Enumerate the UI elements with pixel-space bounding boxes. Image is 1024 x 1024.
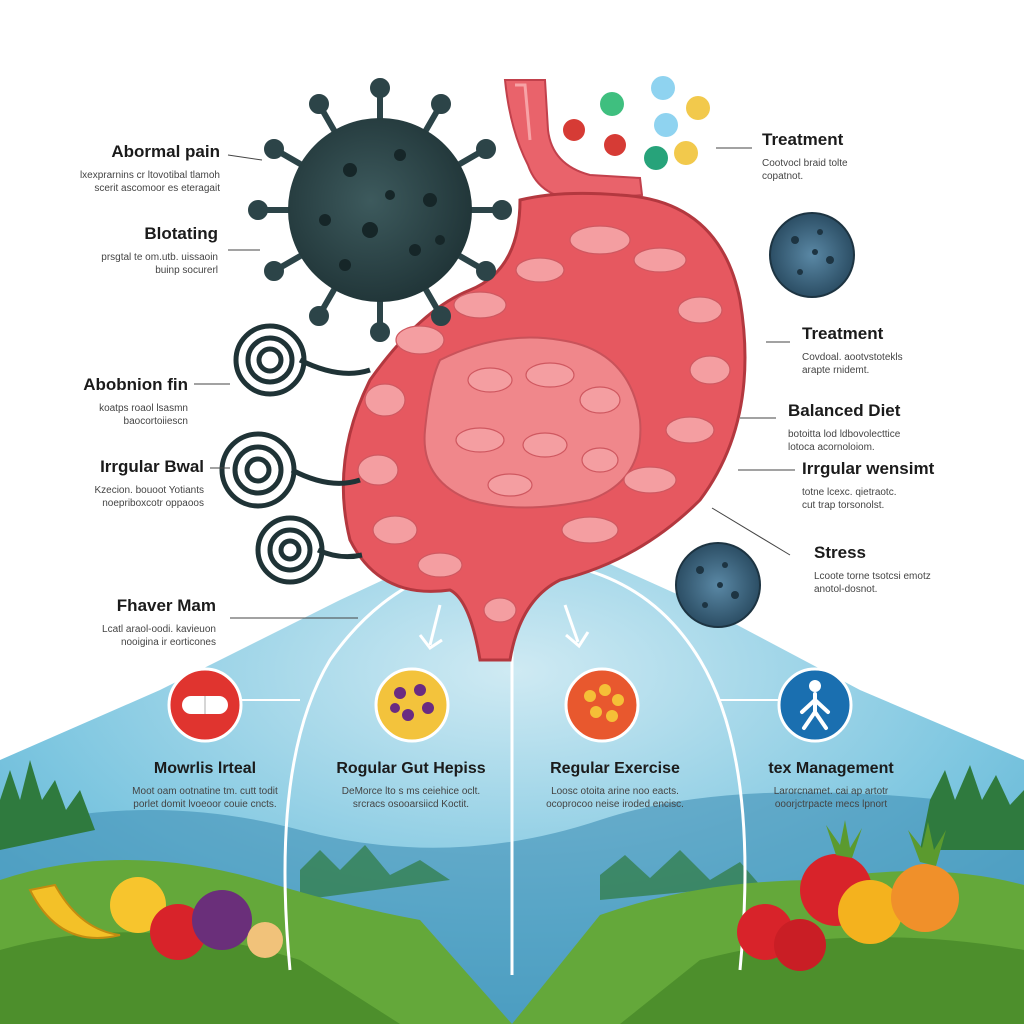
microbiome-icon [219,323,371,585]
label-stress: Stress Lcoote torne tsotcsi emotz anotol… [814,543,931,596]
label-title: Balanced Diet [788,401,901,420]
label-bottom-2: Rogular Gut Hepiss DeMorce lto s ms ceie… [296,760,526,811]
label-fhaver-mam: Fhaver Mam Lcatl araol-oodi. kavieuon no… [102,596,216,649]
label-title: Irrgular Bwal [100,457,204,476]
capsule-icon [167,667,243,743]
label-desc-line-2: noepriboxcotr oppaoos [102,498,204,509]
label-desc-line-2: anotol-dosnot. [814,584,878,595]
exercise-person-icon [777,667,853,743]
label-desc-line-1: DeMorce lto s ms ceiehice oclt. [341,786,481,797]
label-desc-line-2: lotoca acornoloiom. [788,442,875,453]
landscape-background [0,520,1024,1024]
label-title: Irrgular wensimt [802,459,935,478]
label-desc-line-1: Moot oam ootnatine tm. cutt todit [132,786,278,797]
label-treatment-2: Treatment Covdoal. aootvstotekls arapte … [802,324,903,377]
label-title: Rogular Gut Hepiss [336,760,486,777]
label-abdominal-fin: Abobnion fin koatps roaol lsasmn baocort… [83,375,188,428]
label-desc-line-1: Covdoal. aootvstotekls [802,352,903,363]
label-desc-line-1: Kzecion. bouoot Yotiants [94,485,204,496]
label-bottom-4: tex Management Larorcnamet. cai ap artot… [716,760,946,811]
label-desc-line-2: ocoprocoo neise iroded encisc. [546,799,684,810]
pills-icon [563,76,710,170]
fruit-icon [28,820,959,971]
label-title: tex Management [768,760,894,777]
label-irregular-movement: Irrgular wensimt totne lcexc. qietraotc.… [802,459,934,512]
label-desc-line-1: prsgtal te om.utb. uissaoin [101,252,218,263]
label-title: Stress [814,543,866,562]
label-desc-line-2: baocortoiiescn [123,416,188,427]
arrows [418,604,590,651]
label-desc-line-2: nooigina ir eorticones [120,637,216,648]
label-treatment-1: Treatment Cootvocl braid tolte copatnot. [762,130,848,183]
label-desc-line-1: botoitta lod ldbovolecttice [788,429,901,440]
label-desc-line-2: cut trap torsonolst. [802,500,885,511]
label-title: Treatment [762,130,844,149]
pointer-lines [194,147,795,619]
label-desc-line-2: srcracs osooarsiicd Koctit. [352,799,470,810]
label-title: Abobnion fin [83,375,188,394]
label-desc-line-1: Loosc otoita arine noo eacts. [551,786,679,797]
label-bottom-3: Regular Exercise Loosc otoita arine noo … [500,760,730,811]
label-desc-line-1: Lcatl araol-oodi. kavieuon [102,624,216,635]
label-title: Abormal pain [111,142,220,161]
label-bloating: Blotating prsgtal te om.utb. uissaoin bu… [101,224,218,277]
label-balanced-diet: Balanced Diet botoitta lod ldbovolecttic… [788,401,900,454]
label-desc-line-1: lxexprarnins cr ltovotibal tlamoh [79,170,220,181]
healthy-food-icon [564,667,640,743]
label-desc-line-2: copatnot. [762,171,804,182]
label-irregular-bowel: Irrgular Bwal Kzecion. bouoot Yotiants n… [94,457,204,510]
label-desc-line-2: scerit ascomoor es eteragait [94,183,220,194]
label-title: Regular Exercise [550,760,680,777]
label-title: Mowrlis lrteal [153,760,257,777]
virus-icon [248,78,512,342]
label-abdominal-pain: Abormal pain lxexprarnins cr ltovotibal … [80,142,220,195]
label-desc-line-2: ooorjctrpacte mecs lpnort [774,799,888,810]
label-desc-line-2: arapte rnidemt. [802,365,870,376]
label-title: Fhaver Mam [116,596,216,615]
label-bottom-1: Mowrlis lrteal Moot oam ootnatine tm. cu… [90,760,320,811]
label-desc-line-1: Larorcnamet. cai ap artotr [773,786,889,797]
bacteria-icon [675,212,855,628]
label-desc-line-1: totne lcexc. qietraotc. [802,487,897,498]
label-title: Treatment [802,324,884,343]
label-title: Blotating [144,224,218,243]
label-desc-line-1: koatps roaol lsasmn [99,403,188,414]
label-desc-line-1: Cootvocl braid tolte [762,158,848,169]
gut-bacteria-circle-icon [374,667,450,743]
label-desc-line-1: Lcoote torne tsotcsi emotz [814,571,931,582]
label-desc-line-2: porlet domit lvoeoor couie cncts. [133,799,277,810]
label-desc-line-2: buinp socurerl [155,265,218,276]
